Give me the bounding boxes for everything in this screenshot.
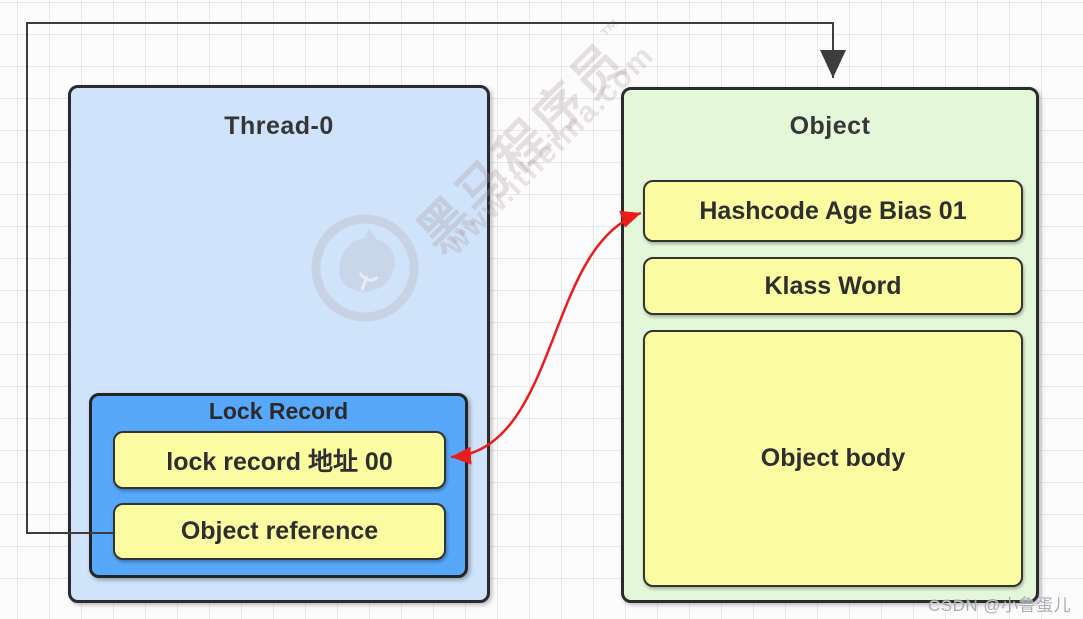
- thread-title: Thread-0: [224, 112, 334, 140]
- object-title: Object: [789, 112, 871, 140]
- klass-word-label: Klass Word: [764, 271, 902, 300]
- mark-word-slot: Hashcode Age Bias 01: [643, 180, 1023, 242]
- lock-record-address-slot: lock record 地址 00: [113, 431, 446, 489]
- object-reference-label: Object reference: [180, 517, 379, 545]
- object-body-label: Object body: [760, 444, 906, 472]
- trademark-mark: ™: [595, 13, 630, 47]
- lock-record-box: Lock Record lock record 地址 00 Object ref…: [89, 393, 468, 578]
- klass-word-slot: Klass Word: [643, 257, 1023, 315]
- mark-word-label: Hashcode Age Bias 01: [699, 196, 967, 225]
- object-body-slot: Object body: [643, 330, 1023, 587]
- object-reference-slot: Object reference: [113, 503, 446, 560]
- csdn-credit: CSDN @小鲁蛋儿: [928, 596, 1072, 615]
- lock-record-title: Lock Record: [208, 398, 349, 424]
- thread-box: Thread-0 Lock Record lock record 地址 00 O…: [68, 85, 490, 603]
- object-box: Object Hashcode Age Bias 01 Klass Word O…: [621, 87, 1039, 603]
- lock-record-address-label: lock record 地址 00: [166, 448, 393, 476]
